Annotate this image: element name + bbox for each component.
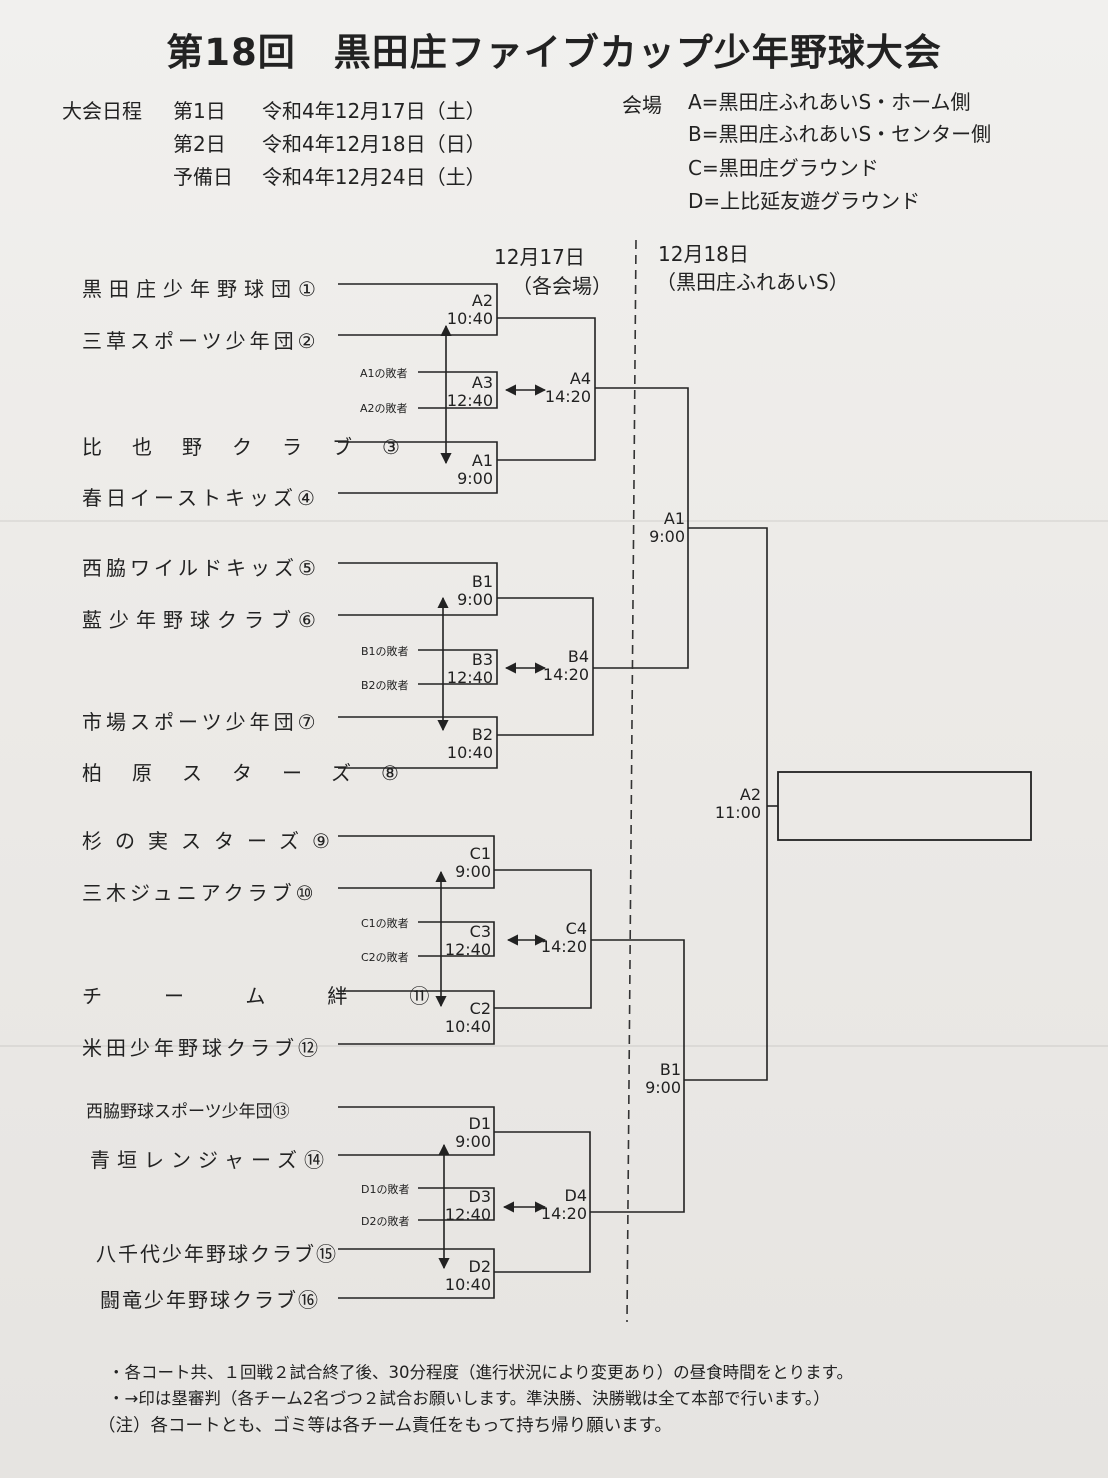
day-divider-line (626, 239, 637, 1323)
team-name: 西脇野球スポーツ少年団⑬ (86, 1102, 291, 1122)
schedule-date: 令和4年12月17日（土） (262, 99, 486, 123)
day2-date: 12月18日 (658, 242, 749, 266)
team-name: 杉の実スターズ⑨ (82, 829, 331, 853)
loser-label: C2の敗者 (361, 951, 409, 964)
bracket-line (338, 562, 498, 616)
paper-fold (0, 1045, 1108, 1047)
team-name: 三草スポーツ少年団② (82, 329, 317, 353)
loser-label: D2の敗者 (361, 1215, 410, 1228)
loser-label: A2の敗者 (360, 402, 408, 415)
bracket-line (497, 317, 596, 461)
team-name: 米田少年野球クラブ⑫ (82, 1036, 319, 1060)
bracket-line (418, 371, 498, 409)
loser-label: B2の敗者 (361, 679, 409, 692)
champion-box (777, 771, 1032, 841)
day1-date: 12月17日 (494, 245, 585, 269)
bracket-line (494, 869, 592, 1009)
page-title: 第18回 黒田庄ファイブカップ少年野球大会 (166, 31, 942, 74)
venue-item: B=黒田庄ふれあいS・センター側 (688, 122, 992, 146)
team-name: 黒田庄少年野球団① (82, 277, 317, 301)
schedule-day: 第2日 (173, 132, 226, 156)
team-name: 春日イーストキッズ④ (82, 486, 316, 510)
team-name: チーム絆⑪ (82, 984, 431, 1008)
team-name: 青垣レンジャーズ⑭ (90, 1148, 325, 1172)
team-name: 三木ジュニアクラブ⑩ (82, 881, 315, 905)
loser-label: A1の敗者 (360, 367, 408, 380)
bracket-line (338, 835, 495, 889)
bracket-line (418, 1187, 495, 1221)
bracket-line (338, 990, 495, 1045)
venue-item: A=黒田庄ふれあいS・ホーム側 (688, 90, 971, 114)
paper-fold (0, 520, 1108, 522)
schedule-day: 予備日 (173, 165, 233, 189)
loser-label: D1の敗者 (361, 1183, 410, 1196)
note-line: （注）各コートとも、ゴミ等は各チーム責任をもって持ち帰り願います。 (98, 1416, 672, 1436)
schedule-date: 令和4年12月24日（土） (262, 165, 486, 189)
bracket-line (590, 939, 685, 1213)
note-line: ・各コート共、１回戦２試合終了後、30分程度（進行状況により変更あり）の昼食時間… (108, 1363, 854, 1382)
venue-item: C=黒田庄グラウンド (688, 156, 879, 180)
bracket-line (338, 441, 498, 494)
bracket-line (338, 716, 498, 769)
day1-place: （各会場） (512, 274, 612, 298)
venue-label: 会場 (622, 93, 662, 117)
venue-item: D=上比延友遊グラウンド (688, 189, 921, 213)
bracket-line (338, 283, 498, 336)
note-line: ・→印は塁審判（各チーム2名づつ２試合お願いします。準決勝、決勝戦は全て本部で行… (108, 1389, 830, 1408)
team-name: 八千代少年野球クラブ⑮ (96, 1242, 337, 1266)
bracket-line (418, 921, 495, 957)
bracket-line (338, 1106, 495, 1156)
team-name: 藍少年野球クラブ⑥ (82, 608, 317, 632)
bracket-line (494, 1131, 591, 1273)
team-name: 市場スポーツ少年団⑦ (82, 710, 317, 734)
team-name: 闘竜少年野球クラブ⑯ (100, 1288, 319, 1312)
day2-place: （黒田庄ふれあいS） (656, 270, 849, 294)
schedule-date: 令和4年12月18日（日） (262, 132, 486, 156)
bracket-line (684, 527, 768, 1081)
team-name: 西脇ワイルドキッズ⑤ (82, 556, 317, 580)
schedule-label: 大会日程 (62, 99, 142, 123)
bracket-line (418, 649, 498, 685)
loser-label: B1の敗者 (361, 645, 409, 658)
loser-label: C1の敗者 (361, 917, 409, 930)
team-name: 柏原スターズ⑧ (82, 761, 400, 785)
bracket-line (497, 597, 594, 736)
team-name: 比也野クラブ③ (82, 435, 401, 459)
schedule-day: 第1日 (173, 99, 226, 123)
bracket-line (338, 1248, 495, 1299)
